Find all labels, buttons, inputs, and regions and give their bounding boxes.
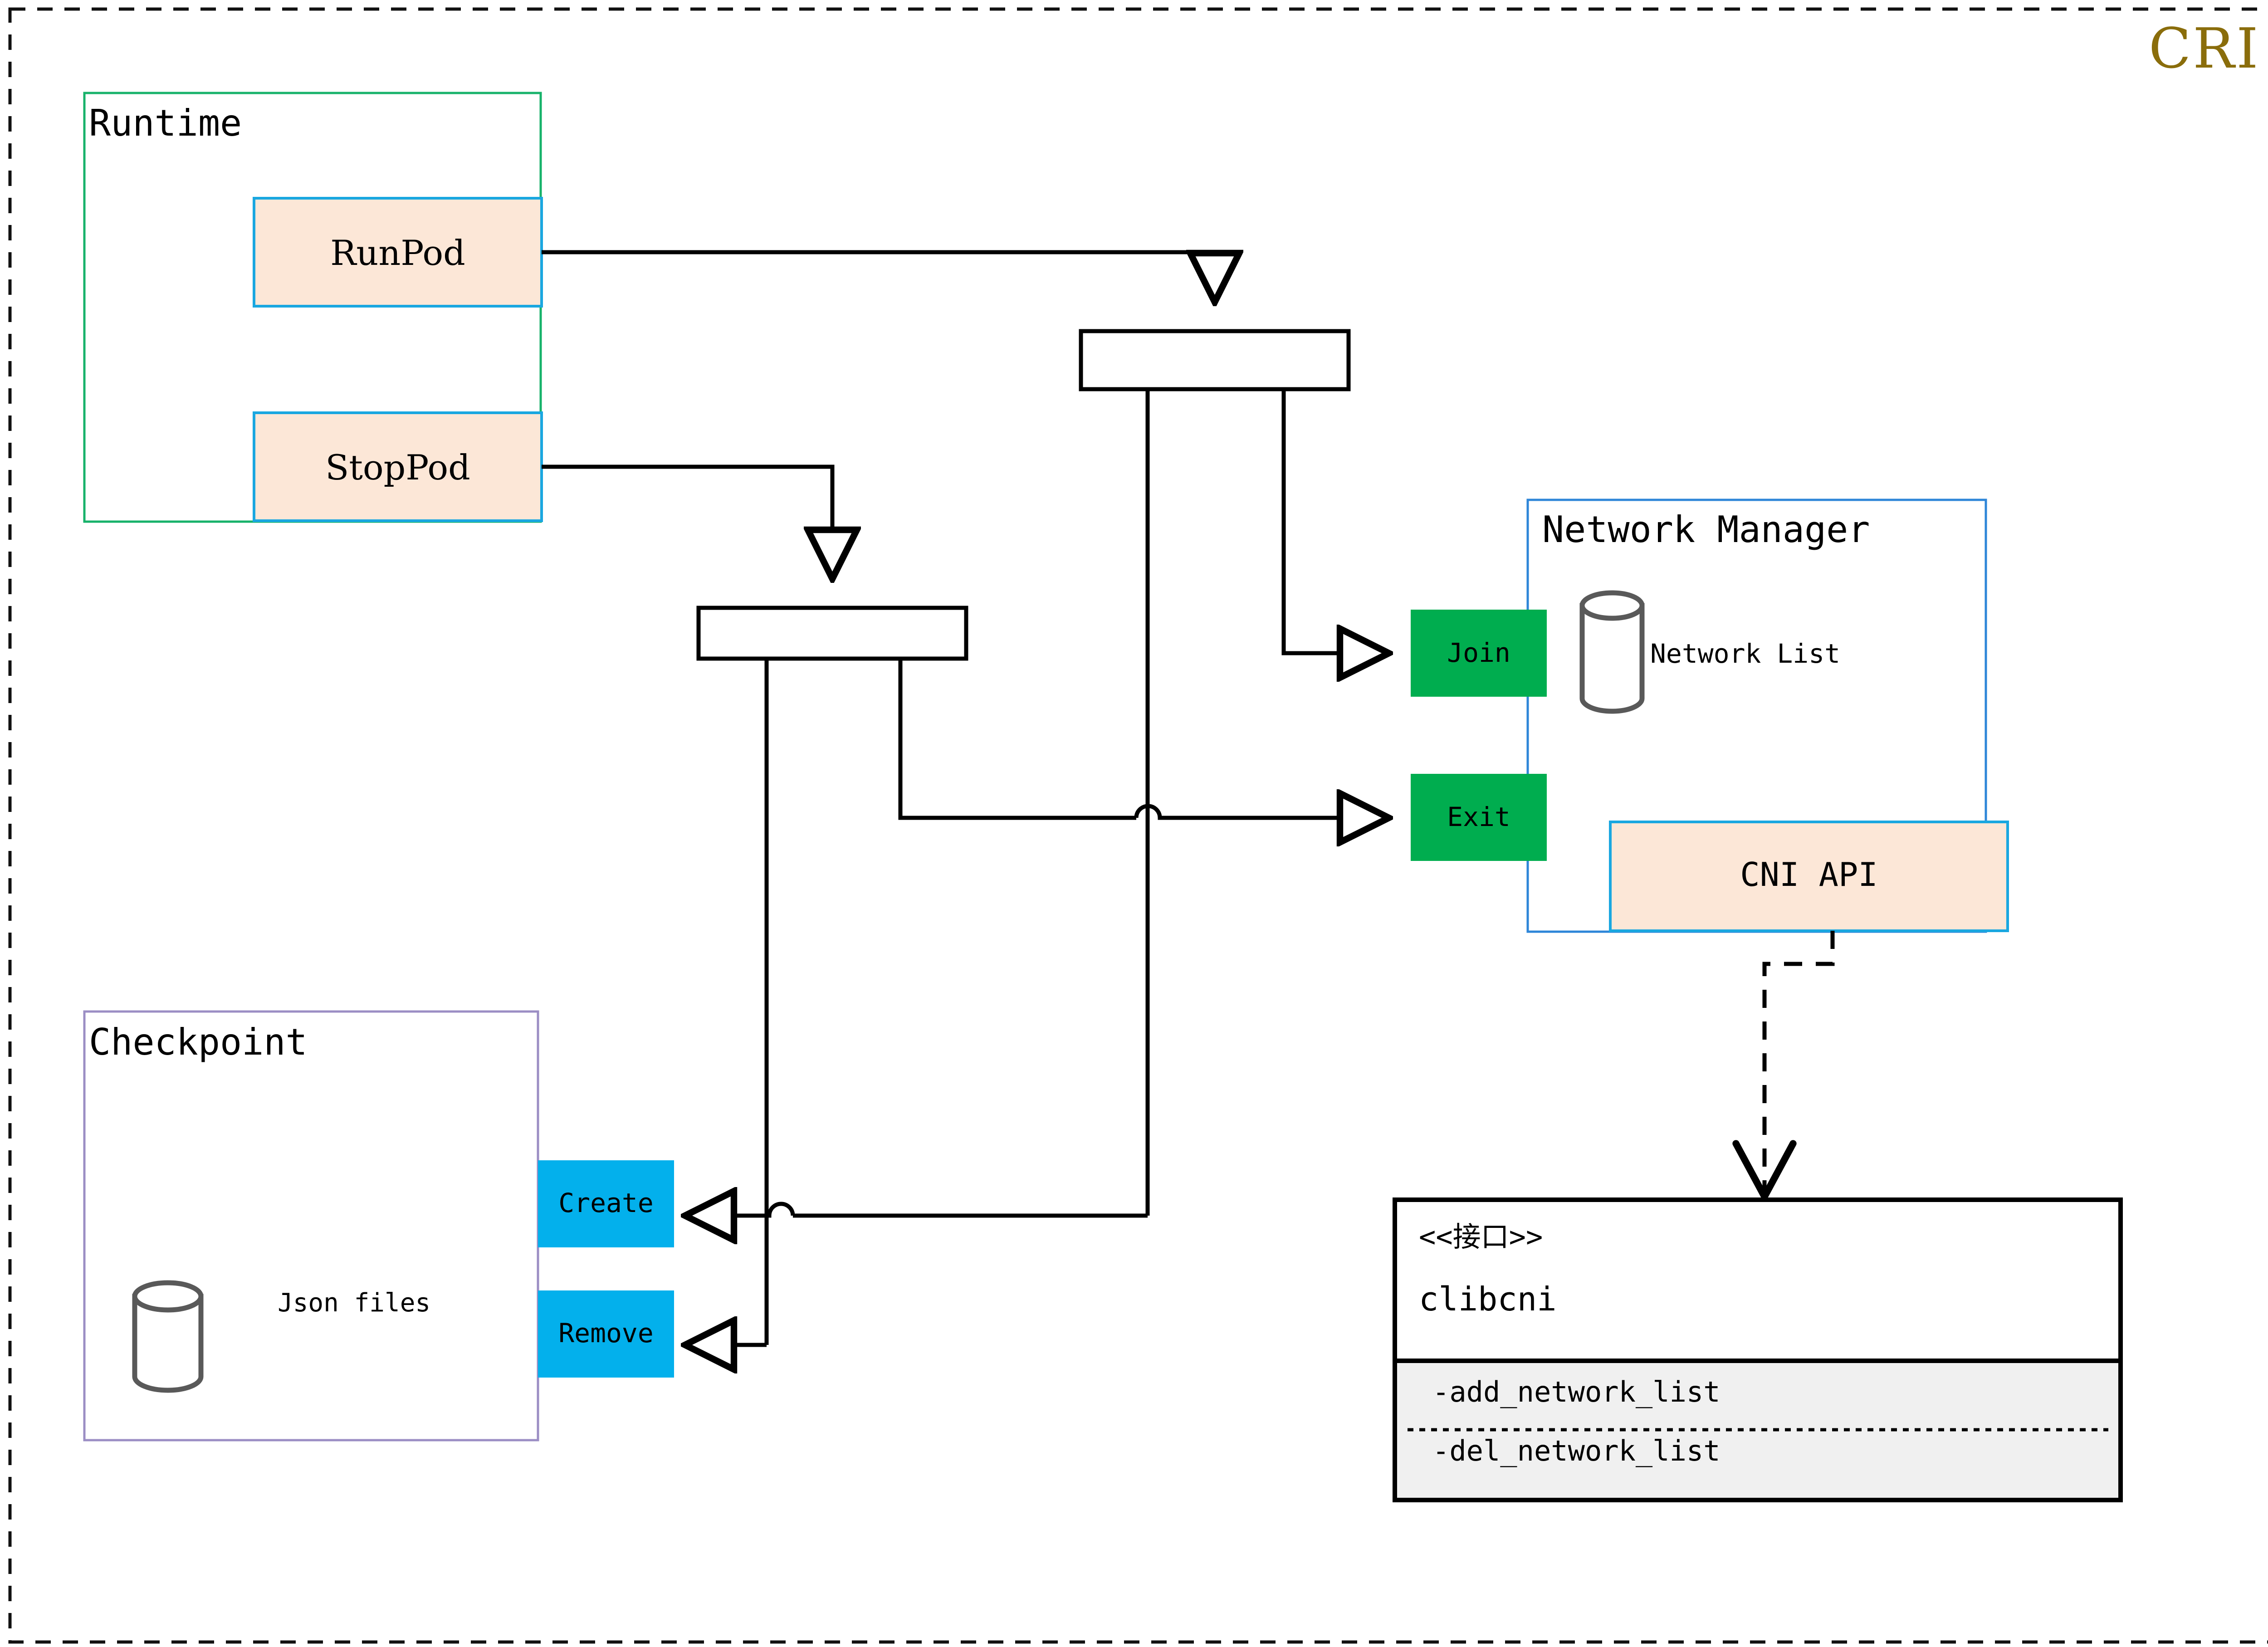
cni-api-box [1609, 821, 2009, 932]
network-list-label: Network List [1650, 638, 1841, 669]
create-port-box [538, 1160, 674, 1247]
edge-fork1-right-leg-to-join [1281, 389, 1389, 653]
remove-port-box [538, 1290, 674, 1378]
exit-port-box [1411, 774, 1547, 861]
exit-label[interactable]: Exit [1447, 802, 1510, 832]
edge-to-exit-hop [1134, 806, 1389, 818]
cni-api-label[interactable]: CNI API [1740, 855, 1878, 894]
outer-dashed-frame [8, 7, 2268, 1644]
clibcni-method-add: -add_network_list [1432, 1375, 1721, 1408]
network-list-cylinder [1579, 590, 1645, 714]
diagram-title: CRI [2149, 16, 2260, 81]
fork-bar-stoppod [696, 606, 968, 661]
create-label[interactable]: Create [558, 1188, 654, 1218]
join-label[interactable]: Join [1447, 637, 1510, 668]
clibcni-method-del: -del_network_list [1432, 1434, 1721, 1467]
json-files-cylinder [132, 1280, 204, 1393]
fork-bar-runpod [1079, 329, 1351, 391]
edge-cni-api-to-clibcni [1732, 931, 1835, 1204]
runpod-label[interactable]: RunPod [330, 233, 465, 273]
runtime-group-label: Runtime [89, 102, 242, 144]
json-files-label: Json files [278, 1288, 431, 1318]
edge-stoppod-to-fork2 [542, 464, 832, 579]
join-port-box [1411, 610, 1547, 697]
edge-spine-to-create-hop [685, 1204, 795, 1216]
edge-fork2-right-leg [898, 659, 1132, 820]
runpod-box [253, 197, 543, 308]
checkpoint-group-label: Checkpoint [89, 1021, 308, 1063]
stoppod-label[interactable]: StopPod [325, 447, 470, 488]
clibcni-name: clibcni [1419, 1280, 1557, 1318]
connector-group [542, 252, 1389, 1345]
network-manager-group-label: Network Manager [1542, 508, 1870, 551]
clibcni-stereotype: <<接口>> [1419, 1220, 1543, 1253]
edge-runpod-to-fork1 [542, 252, 1215, 302]
remove-label[interactable]: Remove [558, 1318, 654, 1349]
